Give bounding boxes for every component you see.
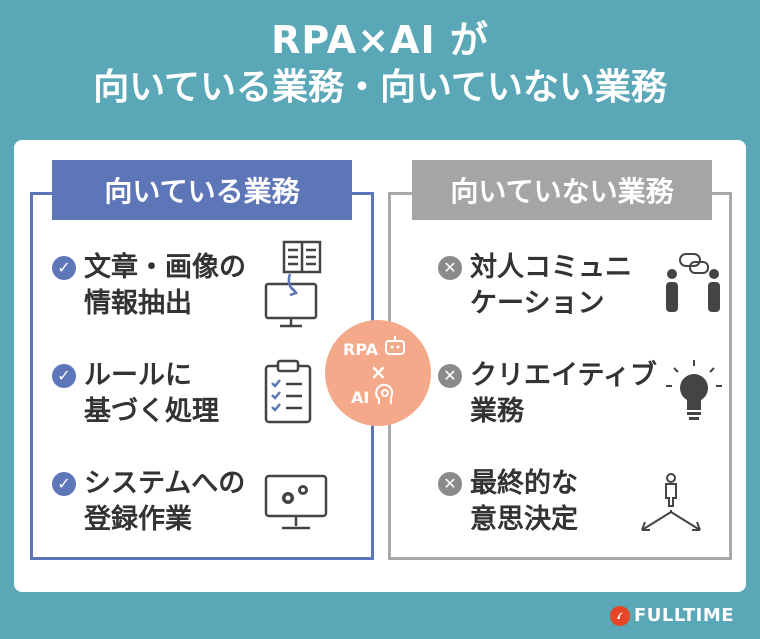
cross-icon: ✕ bbox=[438, 364, 462, 388]
suitable-item-label: システムへの 登録作業 bbox=[84, 468, 246, 535]
badge-ai: AI bbox=[351, 388, 370, 407]
brand-logo: FULLTIME bbox=[610, 605, 734, 626]
crossroads-person-icon bbox=[641, 473, 701, 531]
page-title: RPA×AI が 向いている業務・向いていない業務 bbox=[0, 18, 760, 114]
brand-name: FULLTIME bbox=[634, 605, 735, 626]
robot-icon bbox=[385, 336, 405, 355]
brain-head-icon bbox=[375, 383, 394, 404]
check-icon: ✓ bbox=[52, 472, 76, 496]
unsuitable-item-label: 最終的な 意思決定 bbox=[470, 468, 578, 535]
clipboard-checklist-icon bbox=[264, 359, 312, 424]
badge-times: × bbox=[370, 360, 387, 384]
brand-mark-icon bbox=[610, 605, 630, 626]
document-monitor-icon bbox=[264, 240, 322, 328]
rpa-ai-badge: RPA × AI bbox=[325, 320, 431, 426]
unsuitable-heading: 向いていない業務 bbox=[412, 160, 712, 220]
suitable-item: ✓ ルールに 基づく処理 bbox=[52, 358, 219, 430]
suitable-item: ✓ システムへの 登録作業 bbox=[52, 466, 245, 538]
suitable-item: ✓ 文章・画像の 情報抽出 bbox=[52, 250, 246, 322]
monitor-gears-icon bbox=[264, 474, 328, 530]
check-icon: ✓ bbox=[52, 364, 76, 388]
unsuitable-item-label: クリエイティブ 業務 bbox=[470, 360, 657, 427]
suitable-item-label: 文章・画像の 情報抽出 bbox=[84, 252, 246, 319]
people-chat-icon bbox=[666, 253, 720, 312]
unsuitable-item: ✕ クリエイティブ 業務 bbox=[438, 358, 657, 430]
cross-icon: ✕ bbox=[438, 256, 462, 280]
unsuitable-item: ✕ 対人コミュニ ケーション bbox=[438, 250, 632, 322]
title-line-2: 向いている業務・向いていない業務 bbox=[93, 67, 667, 108]
check-icon: ✓ bbox=[52, 256, 76, 280]
cross-icon: ✕ bbox=[438, 472, 462, 496]
title-line-1: RPA×AI が bbox=[271, 18, 489, 62]
unsuitable-item: ✕ 最終的な 意思決定 bbox=[438, 466, 578, 538]
badge-rpa: RPA bbox=[343, 340, 378, 359]
suitable-heading: 向いている業務 bbox=[52, 160, 352, 220]
lightbulb-icon bbox=[666, 360, 722, 420]
unsuitable-item-label: 対人コミュニ ケーション bbox=[470, 252, 632, 319]
suitable-item-label: ルールに 基づく処理 bbox=[84, 360, 219, 427]
